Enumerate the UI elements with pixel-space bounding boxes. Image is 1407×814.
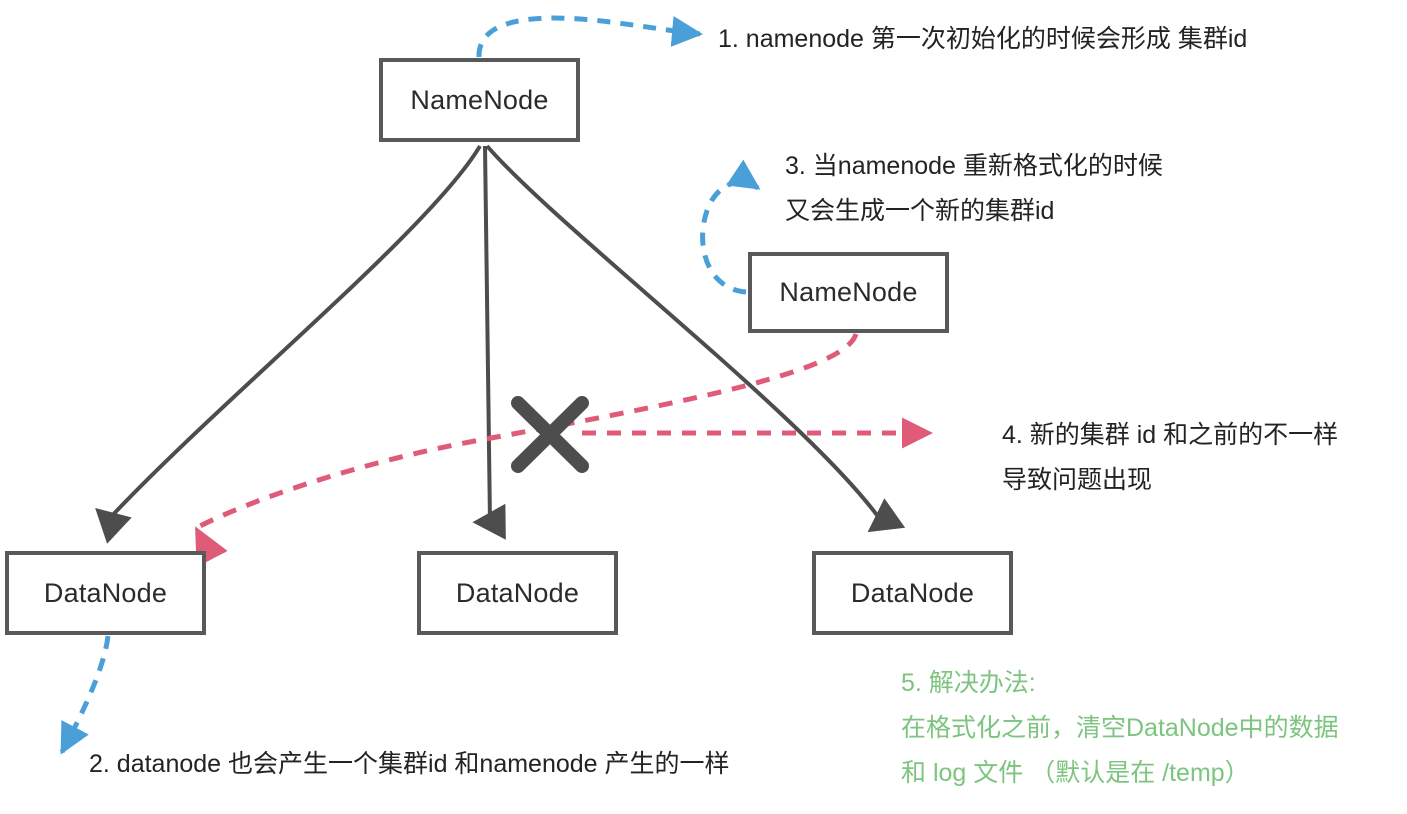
annotation-line: 1. namenode 第一次初始化的时候会形成 集群id	[718, 25, 1248, 53]
node-datanode-1[interactable]: DataNode	[5, 551, 206, 635]
annotation-note-4: 4. 新的集群 id 和之前的不一样 导致问题出现	[1002, 413, 1338, 503]
annotation-note-5: 5. 解决办法: 在格式化之前，清空DataNode中的数据 和 log 文件 …	[901, 661, 1339, 796]
node-namenode-1[interactable]: NameNode	[379, 58, 580, 142]
node-label: NameNode	[410, 84, 549, 115]
annotation-line: 和 log 文件 （默认是在 /temp）	[901, 759, 1250, 787]
annotation-line: 又会生成一个新的集群id	[785, 197, 1055, 225]
annotation-line: 3. 当namenode 重新格式化的时候	[785, 152, 1163, 180]
annotation-line: 4. 新的集群 id 和之前的不一样	[1002, 421, 1339, 449]
arrow-note2[interactable]	[59, 635, 111, 755]
node-label: DataNode	[455, 577, 580, 608]
node-namenode-2[interactable]: NameNode	[748, 252, 949, 333]
edge-namenode1-to-datanode3	[485, 144, 906, 533]
annotation-note-2: 2. datanode 也会产生一个集群id 和namenode 产生的一样	[89, 742, 730, 787]
arrow-conflict-to-datanode1[interactable]	[194, 333, 859, 568]
edge-namenode1-to-datanode1	[95, 144, 482, 544]
arrow-note1[interactable]	[476, 15, 703, 58]
node-label: DataNode	[850, 577, 975, 608]
annotation-line: 2. datanode 也会产生一个集群id 和namenode 产生的一样	[89, 750, 730, 778]
node-datanode-2[interactable]: DataNode	[417, 551, 618, 635]
x-mark-icon	[511, 396, 589, 473]
annotation-note-3: 3. 当namenode 重新格式化的时候 又会生成一个新的集群id	[785, 144, 1163, 234]
annotation-line: 5. 解决办法:	[901, 669, 1036, 697]
annotation-line: 导致问题出现	[1002, 466, 1153, 494]
annotation-note-1: 1. namenode 第一次初始化的时候会形成 集群id	[718, 17, 1247, 62]
edge-namenode1-to-datanode2	[472, 145, 506, 540]
annotation-line: 在格式化之前，清空DataNode中的数据	[901, 714, 1339, 742]
node-datanode-3[interactable]: DataNode	[812, 551, 1013, 635]
node-label: NameNode	[779, 277, 918, 307]
arrow-note3[interactable]	[700, 159, 761, 295]
node-label: DataNode	[43, 577, 168, 608]
